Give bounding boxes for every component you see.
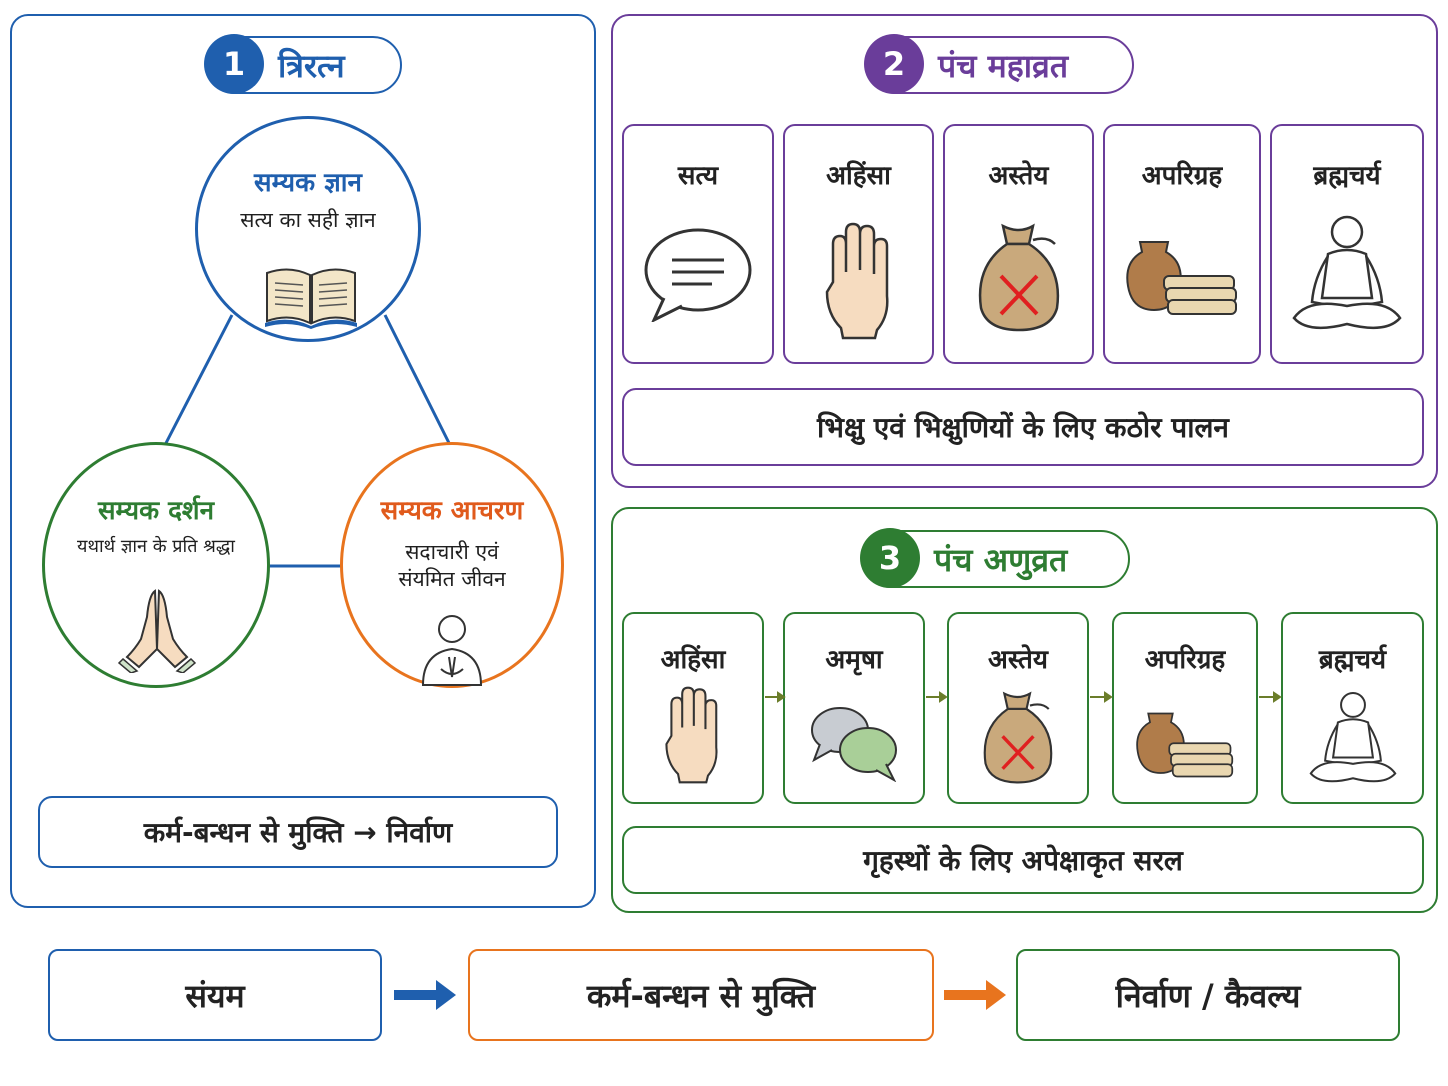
mahavrat-card-satya: सत्य <box>622 124 774 364</box>
mahavrat-card-ahimsa: अहिंसा <box>783 124 934 364</box>
money-bag-cross-icon <box>978 223 1059 332</box>
flow-step-nirvana: निर्वाण / कैवल्य <box>1016 949 1400 1041</box>
samyak-acharan-subtitle-2: संयमित जीवन <box>398 567 506 592</box>
namaste-person-icon <box>421 615 483 686</box>
anuvrat-card-brahmacharya: ब्रह्मचर्य <box>1281 612 1424 804</box>
mahavrat-title-pill: 2 पंच महाव्रत <box>864 34 1134 94</box>
samyak-darshan-circle: सम्यक दर्शन यथार्थ ज्ञान के प्रति श्रद्ध… <box>42 442 270 688</box>
triratna-title: त्रिरत्न <box>278 46 345 85</box>
triratna-number-badge: 1 <box>204 34 264 94</box>
samyak-acharan-subtitle-1: सदाचारी एवं <box>405 540 499 564</box>
anuvrat-card-ahimsa: अहिंसा <box>622 612 764 804</box>
samyak-acharan-circle: सम्यक आचरण सदाचारी एवं संयमित जीवन <box>340 442 564 688</box>
anuvrat-number-badge: 3 <box>860 528 920 588</box>
meditating-person-icon <box>1292 215 1402 330</box>
samyak-gyan-title: सम्यक ज्ञान <box>254 168 362 198</box>
flow-arrow-orange <box>944 980 1006 1010</box>
mahavrat-footer: भिक्षु एवं भिक्षुणियों के लिए कठोर पालन <box>622 388 1424 466</box>
anuvrat-card-asteya: अस्तेय <box>947 612 1089 804</box>
pot-and-cloth-icon <box>1126 241 1237 315</box>
anuvrat-card-aparigraha: अपरिग्रह <box>1112 612 1258 804</box>
open-book-icon <box>265 268 357 329</box>
samyak-darshan-title: सम्यक दर्शन <box>97 496 215 526</box>
folded-hands-icon <box>117 589 197 673</box>
samyak-darshan-subtitle: यथार्थ ज्ञान के प्रति श्रद्धा <box>77 536 235 557</box>
mahavrat-card-asteya: अस्तेय <box>943 124 1094 364</box>
speech-bubbles-icon <box>811 707 897 782</box>
anuvrat-label-amrisha: अमृषा <box>825 645 883 675</box>
mahavrat-label-ahimsa: अहिंसा <box>826 161 891 191</box>
mahavrat-label-brahmacharya: ब्रह्मचर्य <box>1313 161 1381 191</box>
flow-step-sanyam: संयम <box>48 949 382 1041</box>
anuvrat-label-aparigraha: अपरिग्रह <box>1144 645 1226 675</box>
speech-bubble-icon <box>644 228 752 322</box>
anuvrat-label-ahimsa: अहिंसा <box>660 645 726 675</box>
mahavrat-label-aparigraha: अपरिग्रह <box>1141 161 1223 191</box>
anuvrat-title: पंच अणुव्रत <box>934 540 1068 579</box>
triratna-connectors <box>163 314 452 568</box>
mahavrat-label-satya: सत्य <box>677 161 719 191</box>
mahavrat-card-brahmacharya: ब्रह्मचर्य <box>1270 124 1424 364</box>
anuvrat-label-brahmacharya: ब्रह्मचर्य <box>1318 645 1387 675</box>
raised-hand-icon <box>665 686 718 784</box>
money-bag-cross-icon <box>983 691 1053 784</box>
raised-hand-icon <box>825 222 889 340</box>
mahavrat-number-badge: 2 <box>864 34 924 94</box>
triratna-footer: कर्म-बन्धन से मुक्ति → निर्वाण <box>38 796 558 868</box>
anuvrat-card-arrows <box>765 691 1282 703</box>
samyak-gyan-circle: सम्यक ज्ञान सत्य का सही ज्ञान <box>195 116 421 342</box>
flow-arrow-blue <box>394 980 456 1010</box>
anuvrat-card-amrisha: अमृषा <box>783 612 925 804</box>
anuvrat-label-asteya: अस्तेय <box>988 645 1048 675</box>
mahavrat-title: पंच महाव्रत <box>938 46 1069 85</box>
meditating-person-icon <box>1309 692 1396 783</box>
anuvrat-footer: गृहस्थों के लिए अपेक्षाकृत सरल <box>622 826 1424 894</box>
pot-and-cloth-icon <box>1136 712 1234 778</box>
flow-step-karma-mukti: कर्म-बन्धन से मुक्ति <box>468 949 934 1041</box>
samyak-acharan-title: सम्यक आचरण <box>380 496 524 526</box>
anuvrat-title-pill: 3 पंच अणुव्रत <box>860 528 1130 588</box>
samyak-gyan-subtitle: सत्य का सही ज्ञान <box>240 208 376 232</box>
mahavrat-label-asteya: अस्तेय <box>988 161 1049 191</box>
mahavrat-card-aparigraha: अपरिग्रह <box>1103 124 1261 364</box>
triratna-title-pill: 1 त्रिरत्न <box>204 34 402 94</box>
